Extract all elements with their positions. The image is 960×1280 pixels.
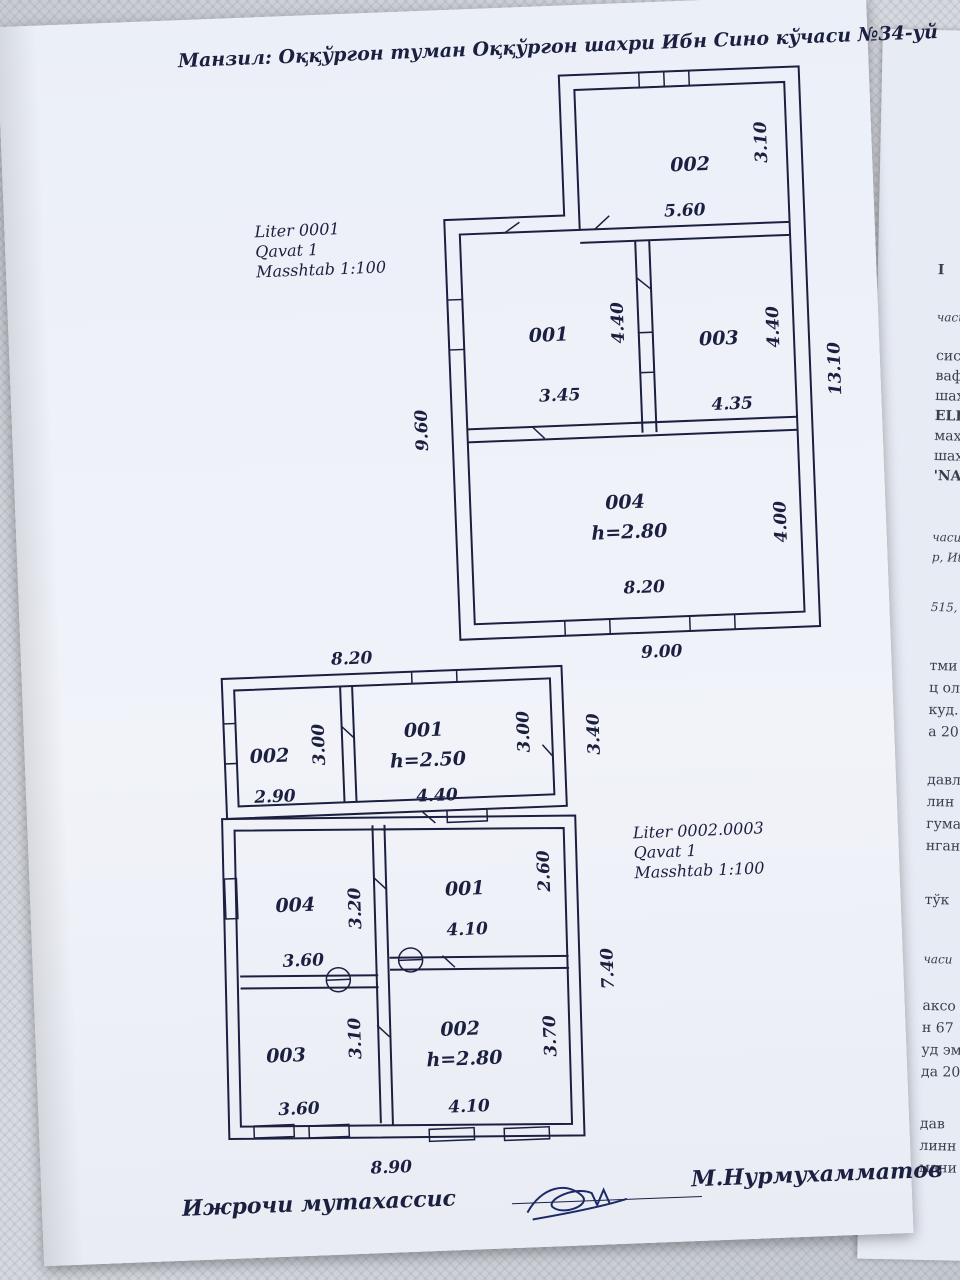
- room-depth: 4.40: [608, 302, 630, 344]
- top-plan-doors: [504, 215, 652, 439]
- overall-depth-right: 13.10: [824, 341, 846, 395]
- back-text: систо: [935, 348, 960, 365]
- back-text: да 20: [920, 1063, 960, 1081]
- room-width: 8.20: [622, 577, 665, 599]
- room-height: h=2.80: [426, 1047, 503, 1072]
- room-width: 2.90: [253, 786, 296, 808]
- room-depth: 4.40: [763, 306, 785, 348]
- back-text: шахр: [935, 388, 960, 405]
- room-depth: 3.20: [345, 887, 367, 929]
- room-height: h=2.50: [390, 748, 467, 773]
- room-number: 002: [249, 744, 289, 768]
- back-text: ELI: [934, 408, 960, 425]
- back-text: вафо: [935, 368, 960, 385]
- top-plan-labels: 002 5.60 3.10 001 3.45 4.40 003 4.35 4.4…: [412, 121, 847, 663]
- overall-depth-upper: 3.40: [583, 713, 605, 755]
- bottom-plan-doors: [325, 725, 554, 1038]
- back-text: уд эм: [921, 1041, 960, 1059]
- overall-width-bottom: 8.90: [369, 1157, 412, 1179]
- room-number: 001: [403, 719, 443, 743]
- back-text: линн: [919, 1137, 957, 1155]
- back-text: гума: [926, 815, 960, 833]
- back-text: а 20: [928, 723, 959, 741]
- back-text: р, Иt: [931, 550, 960, 565]
- bottom-plan-windows: [222, 669, 551, 1143]
- room-depth: 3.10: [345, 1017, 367, 1059]
- room-width: 3.60: [282, 950, 324, 972]
- back-text: лин: [926, 793, 955, 811]
- room-width: 3.45: [539, 385, 581, 407]
- back-text: дав: [919, 1115, 945, 1133]
- room-depth: 3.00: [513, 710, 535, 752]
- back-text: тўк: [924, 891, 950, 909]
- room-height: h=2.80: [591, 520, 668, 545]
- document-page: Манзил: Оққўргон туман Оққўргон шахри Иб…: [0, 0, 943, 1267]
- back-text: часи: [923, 951, 953, 967]
- back-text: н 67: [921, 1019, 954, 1037]
- back-text: куд.: [928, 701, 959, 719]
- back-text: часи: [932, 530, 960, 545]
- room-number: 004: [275, 894, 315, 918]
- back-text: 515,: [930, 600, 958, 615]
- back-text: тми: [929, 657, 958, 675]
- room-width: 4.35: [711, 393, 753, 415]
- back-text: 'NAн: [933, 468, 960, 485]
- back-text: шаха: [933, 448, 960, 465]
- room-width: 3.60: [278, 1099, 320, 1121]
- room-depth: 3.00: [309, 723, 331, 765]
- back-text: часи: [936, 310, 960, 325]
- room-depth: 3.70: [540, 1015, 562, 1057]
- room-depth: 4.00: [770, 500, 792, 542]
- bottom-plan-walls: [220, 664, 586, 1141]
- room-number: 003: [699, 327, 739, 351]
- signature-mark: [526, 1186, 628, 1221]
- room-number: 002: [440, 1017, 480, 1041]
- room-number: 003: [266, 1044, 306, 1068]
- room-width: 5.60: [664, 200, 706, 222]
- room-depth: 2.60: [534, 850, 556, 893]
- overall-depth: 7.40: [597, 947, 619, 989]
- room-width: 4.40: [416, 785, 458, 807]
- room-width: 4.10: [448, 1096, 490, 1118]
- room-number: 002: [670, 153, 710, 177]
- top-plan-windows: [446, 69, 736, 637]
- floor-plans: 002 5.60 3.10 001 3.45 4.40 003 4.35 4.4…: [220, 65, 847, 1179]
- room-number: 004: [605, 491, 645, 515]
- overall-depth-left: 9.60: [412, 409, 434, 451]
- top-plan-walls: [443, 65, 822, 641]
- room-depth: 3.10: [751, 121, 773, 163]
- room-number: 001: [445, 877, 485, 901]
- back-text: маха: [934, 428, 960, 445]
- room-width: 4.10: [446, 919, 488, 941]
- back-text: ц ол: [928, 679, 960, 697]
- back-text: давл: [927, 771, 960, 789]
- room-number: 001: [528, 323, 568, 347]
- back-text: нган: [925, 837, 960, 855]
- bottom-plan-labels: 8.20 002 2.90 3.00 001 h=2.50 4.40 3.00 …: [249, 648, 619, 1179]
- overall-width-top: 8.20: [330, 648, 373, 670]
- back-text: аксо: [922, 997, 956, 1015]
- back-text: I: [937, 262, 945, 279]
- overall-width: 9.00: [641, 641, 683, 663]
